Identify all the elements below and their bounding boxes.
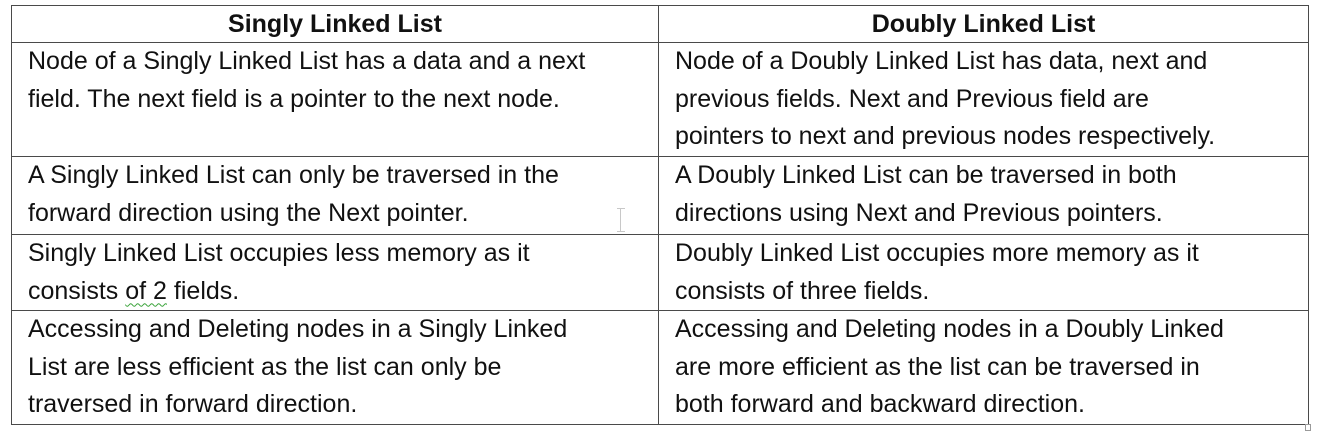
comparison-table: Singly Linked List Doubly Linked List No… [11, 5, 1309, 425]
cell-doubly-efficiency: Accessing and Deleting nodes in a Doubly… [658, 310, 1309, 425]
header-singly: Singly Linked List [11, 5, 659, 43]
table-row: Node of a Singly Linked List has a data … [11, 42, 1309, 157]
header-doubly: Doubly Linked List [658, 5, 1309, 43]
cell-singly-efficiency: Accessing and Deleting nodes in a Singly… [11, 310, 659, 425]
table-end-marker-icon [1305, 424, 1311, 431]
cell-singly-memory-text: Singly Linked List occupies less memory … [28, 239, 530, 305]
cell-doubly-memory: Doubly Linked List occupies more memory … [658, 234, 1309, 311]
cell-singly-traversal: A Singly Linked List can only be travers… [11, 156, 659, 235]
table-row: A Singly Linked List can only be travers… [11, 156, 1309, 235]
cell-singly-node: Node of a Singly Linked List has a data … [11, 42, 659, 157]
header-row: Singly Linked List Doubly Linked List [11, 5, 1309, 43]
table-row: Accessing and Deleting nodes in a Singly… [11, 310, 1309, 425]
cell-doubly-node: Node of a Doubly Linked List has data, n… [658, 42, 1309, 157]
spellcheck-flagged-text: of 2 [125, 276, 167, 305]
cell-singly-memory-tail: fields. [166, 276, 240, 305]
table-row: Singly Linked List occupies less memory … [11, 234, 1309, 311]
cell-doubly-traversal: A Doubly Linked List can be traversed in… [658, 156, 1309, 235]
cell-singly-memory: Singly Linked List occupies less memory … [11, 234, 659, 311]
text-cursor-icon [617, 208, 629, 232]
